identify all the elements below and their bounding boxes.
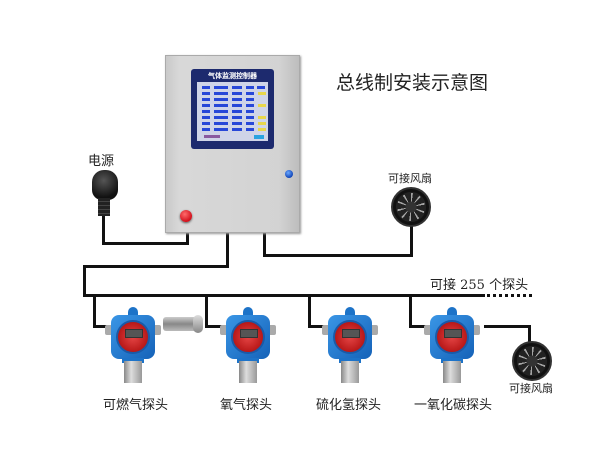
fan-top-label: 可接风扇 (388, 172, 432, 185)
wire-drop-4 (409, 294, 412, 328)
wire-bus-main (83, 294, 483, 297)
wire-stub-2 (205, 325, 223, 328)
gas-monitor-controller: 气体监测控制器 (165, 55, 300, 233)
fan-bottom-label: 可接风扇 (509, 382, 553, 395)
wire-stub-3 (308, 325, 326, 328)
fan-icon (391, 187, 431, 227)
bus-capacity-label: 可接 255 个探头 (430, 278, 529, 293)
detector-combustible (103, 307, 163, 392)
screen-title: 气体监测控制器 (208, 72, 257, 80)
detector-label: 一氧化碳探头 (414, 398, 493, 413)
sensor-pipe (124, 361, 142, 383)
status-led (285, 170, 293, 178)
wire-drop-2 (205, 294, 208, 328)
sensor-connector (163, 315, 203, 333)
wire-fan-horizontal (263, 254, 413, 257)
sensor-pipe (341, 361, 359, 383)
detector-display (116, 320, 150, 354)
fan-icon (512, 341, 552, 381)
screen-content (197, 82, 268, 141)
power-label: 电源 (88, 154, 115, 169)
detector-display (333, 320, 367, 354)
wire-drop-3 (308, 294, 311, 328)
wire-bus-top (83, 265, 229, 268)
power-plug-neck (98, 198, 110, 216)
detector-label: 硫化氢探头 (316, 398, 382, 413)
detector-label: 可燃气探头 (103, 398, 169, 413)
wire-fan2-horizontal (484, 325, 531, 328)
sensor-pipe (239, 361, 257, 383)
wire-power-down (102, 214, 105, 245)
detector-co (422, 307, 482, 392)
wire-bus-left (83, 265, 86, 296)
wire-fan-up (410, 220, 413, 257)
detector-h2s (320, 307, 380, 392)
wire-power-horizontal (102, 242, 189, 245)
sensor-pipe (443, 361, 461, 383)
wire-bus-drop (226, 230, 229, 268)
wire-stub-1 (93, 325, 109, 328)
wire-fan-down (263, 230, 266, 257)
bus-extension-dots (482, 294, 532, 297)
wire-power-up (186, 230, 189, 245)
power-plug-icon (92, 170, 118, 200)
detector-label: 氧气探头 (220, 398, 273, 413)
controller-display: 气体监测控制器 (191, 69, 274, 149)
power-button (180, 210, 192, 222)
wire-drop-1 (93, 294, 96, 328)
wire-stub-4 (409, 325, 427, 328)
wire-fan2-down (528, 325, 531, 343)
diagram-title: 总线制安装示意图 (336, 72, 489, 94)
detector-oxygen (218, 307, 278, 392)
